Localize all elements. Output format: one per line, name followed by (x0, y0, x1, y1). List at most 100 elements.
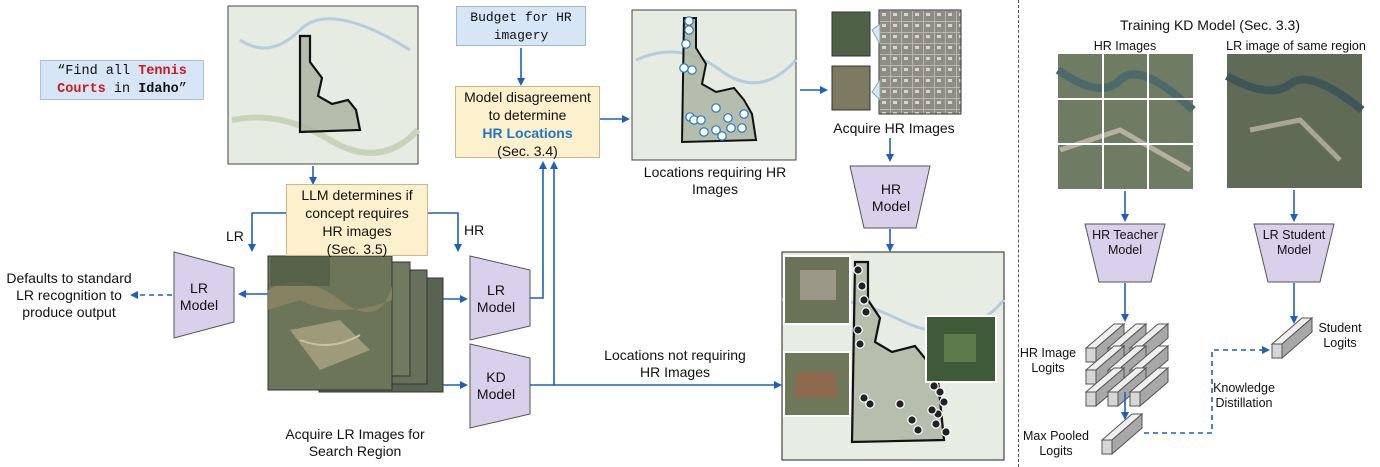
hr-images-label: HR Images (1093, 39, 1157, 53)
idaho-map-final (781, 251, 1006, 461)
defaults-line1: Defaults to standard (6, 270, 132, 286)
locations-hr-caption: Locations requiring HR Images (630, 164, 800, 198)
branch-hr-label: HR (464, 222, 485, 238)
tennis-court-marker-icon (865, 399, 875, 409)
query-in: in (105, 82, 139, 97)
tennis-court-marker-icon (929, 381, 939, 391)
lr-model-left-line1: LR (190, 280, 208, 296)
lr-image-label: LR image of same region (1226, 39, 1366, 53)
lr-image-same-region (1225, 54, 1365, 188)
tennis-court-marker-icon (895, 399, 905, 409)
llm-decision-box: LLM determines if concept requires HR im… (286, 184, 428, 257)
locations-not-hr-line2: HR Images (639, 364, 711, 380)
disagreement-box: Model disagreement to determine HR Locat… (455, 86, 600, 159)
student-logits-line2: Logits (1323, 336, 1357, 350)
kd-model (469, 343, 531, 429)
tennis-court-marker-icon (859, 295, 869, 305)
logit-block (1085, 391, 1097, 407)
tennis-court-marker-icon (684, 25, 694, 35)
query-suffix: ” (178, 82, 187, 97)
query-prefix: “Find all (57, 64, 139, 79)
locations-hr-line2: Images (692, 181, 738, 197)
hr-model-label: HR Model (866, 181, 916, 215)
tennis-court-marker-icon (861, 307, 871, 317)
query-idaho: Idaho (138, 82, 179, 97)
tennis-court-marker-icon (684, 16, 694, 26)
llm-line1: LLM determines if (301, 187, 413, 203)
locations-hr-line1: Locations requiring HR (643, 164, 787, 180)
tennis-court-marker-icon (853, 325, 863, 335)
query-courts: Courts (57, 82, 106, 97)
hr-location-markers (679, 16, 749, 141)
tennis-court-marker-icon (941, 427, 951, 437)
acquire-lr-line1: Acquire LR Images for (285, 426, 425, 442)
hr-image-thumbnails (831, 9, 962, 115)
tennis-court-marker-icon (699, 127, 709, 137)
tennis-court-marker-icon (681, 39, 691, 49)
budget-line1: Budget for HR (470, 10, 572, 25)
tennis-court-marker-icon (931, 419, 941, 429)
hr-model-line2: Model (871, 198, 911, 214)
lr-student-model (1253, 223, 1335, 283)
tennis-court-marker-icon (857, 281, 867, 291)
kd-model-label: KD Model (470, 369, 522, 403)
tennis-court-marker-icon (726, 123, 736, 133)
lr-student-line1: LR Student (1262, 228, 1326, 242)
knowledge-line1: Knowledge (1213, 381, 1275, 395)
hr-teacher-model (1084, 223, 1166, 283)
tennis-court-marker-icon (935, 387, 945, 397)
idaho-map-hr-locations (631, 9, 798, 161)
lr-model-mid-line2: Model (476, 299, 516, 315)
defaults-line2: LR recognition to (16, 287, 122, 303)
hr-teacher-label: HR Teacher Model (1090, 228, 1160, 258)
tennis-court-marker-icon (739, 109, 749, 119)
tennis-court-marker-icon (939, 397, 949, 407)
hr-images-grid (1055, 54, 1196, 189)
tennis-court-marker-icon (907, 415, 917, 425)
knowledge-line2: Distillation (1215, 396, 1273, 410)
disagreement-line4: (Sec. 3.4) (497, 143, 558, 159)
tennis-court-marker-icon (855, 339, 865, 349)
max-pooled-line2: Logits (1039, 444, 1073, 458)
llm-line2: concept requires (305, 205, 409, 221)
tennis-court-marker-icon (859, 393, 869, 403)
locations-not-hr-caption: Locations not requiring HR Images (585, 347, 765, 381)
budget-box: Budget for HR imagery (456, 6, 586, 46)
logit-block (1107, 391, 1119, 407)
tennis-court-marker-icon (853, 265, 863, 275)
disagreement-hr-locations: HR Locations (482, 125, 573, 141)
tennis-court-marker-icon (711, 103, 721, 113)
hr-image-logits-blocks (1084, 322, 1170, 408)
max-pooled-line1: Max Pooled (1022, 429, 1089, 443)
lr-model-left (173, 251, 235, 339)
idaho-outline (298, 34, 362, 134)
query-box: “Find all Tennis Courts in Idaho” (40, 60, 204, 100)
student-logits-label: Student Logits (1310, 321, 1370, 351)
lr-model-mid (469, 255, 531, 341)
tennis-court-marker-icon (711, 125, 721, 135)
student-logits-line1: Student (1318, 321, 1362, 335)
branch-lr-label: LR (226, 228, 244, 244)
hr-model (849, 165, 931, 229)
hr-logits-label: HR Image Logits (1016, 346, 1080, 376)
lr-student-line2: Model (1276, 243, 1312, 257)
tennis-court-marker-icon (679, 63, 689, 73)
defaults-text: Defaults to standard LR recognition to p… (4, 270, 134, 321)
llm-line3: HR images (322, 223, 392, 239)
lr-model-mid-label: LR Model (470, 282, 522, 316)
training-title: Training KD Model (Sec. 3.3) (1120, 17, 1300, 33)
tennis-court-marker-icon (696, 115, 706, 125)
disagreement-line2: to determine (488, 107, 567, 123)
section-divider (1018, 0, 1019, 467)
logit-block (1085, 347, 1097, 363)
acquire-hr-caption: Acquire HR Images (833, 120, 955, 136)
knowledge-distillation-label: Knowledge Distillation (1206, 381, 1282, 411)
lr-model-left-line2: Model (179, 297, 219, 313)
defaults-line3: produce output (22, 304, 116, 320)
logit-block (1129, 391, 1141, 407)
final-location-markers (853, 265, 951, 437)
max-pooled-label: Max Pooled Logits (1016, 429, 1096, 459)
lr-student-label: LR Student Model (1259, 228, 1329, 258)
disagreement-line1: Model disagreement (464, 89, 591, 105)
